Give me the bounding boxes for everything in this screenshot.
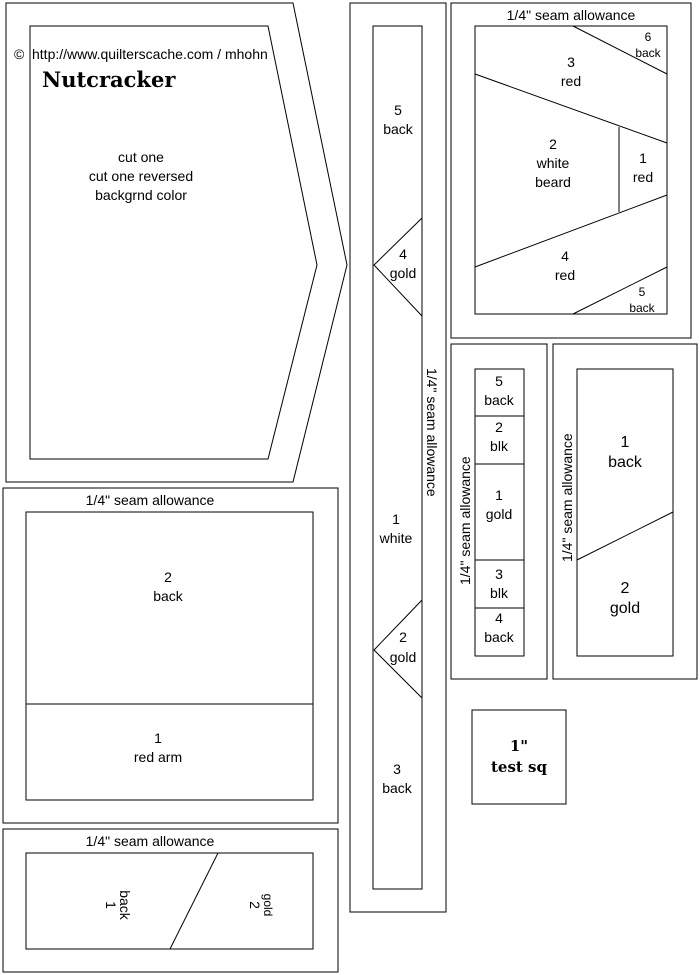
- piece-color: gold: [390, 265, 416, 281]
- background-panel-inner: [29, 25, 318, 460]
- piece-number: 1: [154, 730, 162, 746]
- test-square-box: [471, 709, 567, 805]
- narrow-strip-outer: [450, 343, 548, 680]
- piece-color: red: [561, 73, 581, 89]
- face-block-seam: [572, 25, 668, 75]
- piece-color: back: [608, 454, 643, 471]
- piece-number: 3: [567, 54, 575, 70]
- piece-number: 4: [561, 248, 569, 264]
- seam-allowance-label: 1/4" seam allowance: [559, 433, 575, 562]
- face-block-seam: [474, 194, 668, 268]
- small-block-seam: [169, 852, 219, 950]
- narrow-strip: 1/4" seam allowance 5 back 2 blk 1 gold …: [450, 343, 548, 680]
- piece-color: back: [153, 588, 184, 604]
- piece-color: back: [484, 629, 515, 645]
- right-strip-seam: [576, 511, 674, 561]
- background-panel: cut one cut one reversed backgrnd color: [5, 2, 348, 483]
- long-strip: 1/4" seam allowance 5 back 4 gold 1 whit…: [349, 2, 447, 913]
- piece-color: gold: [261, 894, 275, 917]
- piece-color: blk: [490, 438, 509, 454]
- piece-number: 1: [639, 150, 647, 166]
- right-strip: 1/4" seam allowance 1 back 2 gold: [552, 343, 698, 680]
- face-block-seam: [572, 266, 668, 315]
- test-square-size: 1": [510, 737, 528, 755]
- piece-color: back: [117, 890, 133, 921]
- piece-color: red arm: [134, 749, 182, 765]
- small-block-outer: [2, 828, 339, 973]
- piece-number: 5: [495, 373, 503, 389]
- piece-number: 3: [393, 761, 401, 777]
- face-block-seam: [474, 73, 668, 144]
- piece-color-2: beard: [535, 174, 571, 190]
- copyright-symbol: ©: [14, 46, 25, 62]
- seam-allowance-label: 1/4" seam allowance: [507, 7, 636, 23]
- piece-number: 1: [392, 511, 400, 527]
- long-strip-outer: [349, 2, 447, 913]
- piece-color: red: [555, 267, 575, 283]
- test-square: 1" test sq: [471, 709, 567, 805]
- seam-allowance-label: 1/4" seam allowance: [86, 833, 215, 849]
- background-panel-outer: [5, 2, 348, 483]
- piece-number: 2: [549, 136, 557, 152]
- piece-number: 1: [495, 487, 503, 503]
- piece-color: gold: [610, 600, 640, 617]
- piece-number: 5: [394, 102, 402, 118]
- piece-color: white: [536, 155, 570, 171]
- piece-color: gold: [390, 649, 416, 665]
- piece-number: 6: [645, 30, 652, 44]
- arm-block-inner: [25, 511, 314, 801]
- long-strip-inner: [372, 25, 423, 890]
- piece-color: back: [635, 46, 661, 60]
- panel-instruction-2: cut one reversed: [89, 168, 193, 184]
- piece-color: gold: [486, 506, 512, 522]
- narrow-strip-inner: [474, 368, 525, 657]
- small-block: 1/4" seam allowance 1 back 2 gold: [2, 828, 339, 973]
- piece-color: white: [379, 530, 413, 546]
- right-strip-outer: [552, 343, 698, 680]
- seam-allowance-label: 1/4" seam allowance: [457, 456, 473, 585]
- long-strip-seam: [373, 217, 423, 317]
- seam-allowance-label: 1/4" seam allowance: [424, 368, 440, 497]
- long-strip-seam: [373, 599, 423, 699]
- face-block-inner: [474, 25, 668, 315]
- seam-allowance-label: 1/4" seam allowance: [86, 492, 215, 508]
- piece-number: 5: [639, 285, 646, 299]
- piece-number: 2: [399, 629, 407, 645]
- piece-number: 4: [495, 610, 503, 626]
- piece-color: red: [633, 169, 653, 185]
- arm-block: 1/4" seam allowance 2 back 1 red arm: [2, 487, 339, 824]
- small-block-inner: [25, 852, 314, 950]
- face-block: 1/4" seam allowance 3 red 6 back 2 white…: [450, 2, 692, 339]
- piece-number: 3: [495, 566, 503, 582]
- panel-instruction-3: backgrnd color: [95, 187, 187, 203]
- piece-number: 2: [164, 569, 172, 585]
- piece-color: blk: [490, 585, 509, 601]
- test-square-label: test sq: [491, 758, 548, 776]
- piece-number: 2: [247, 901, 263, 909]
- panel-instruction-1: cut one: [118, 149, 164, 165]
- source-url: http://www.quilterscache.com / mhohn: [32, 46, 268, 62]
- arm-block-outer: [2, 487, 339, 824]
- piece-number: 1: [621, 434, 630, 451]
- piece-number: 1: [103, 901, 119, 909]
- piece-color: back: [382, 780, 413, 796]
- page-title: Nutcracker: [42, 67, 176, 92]
- piece-color: back: [629, 301, 655, 315]
- piece-color: back: [484, 392, 515, 408]
- piece-color: back: [383, 121, 414, 137]
- face-block-outer: [450, 2, 692, 339]
- piece-number: 2: [495, 419, 503, 435]
- piece-number: 2: [621, 580, 630, 597]
- piece-number: 4: [399, 246, 407, 262]
